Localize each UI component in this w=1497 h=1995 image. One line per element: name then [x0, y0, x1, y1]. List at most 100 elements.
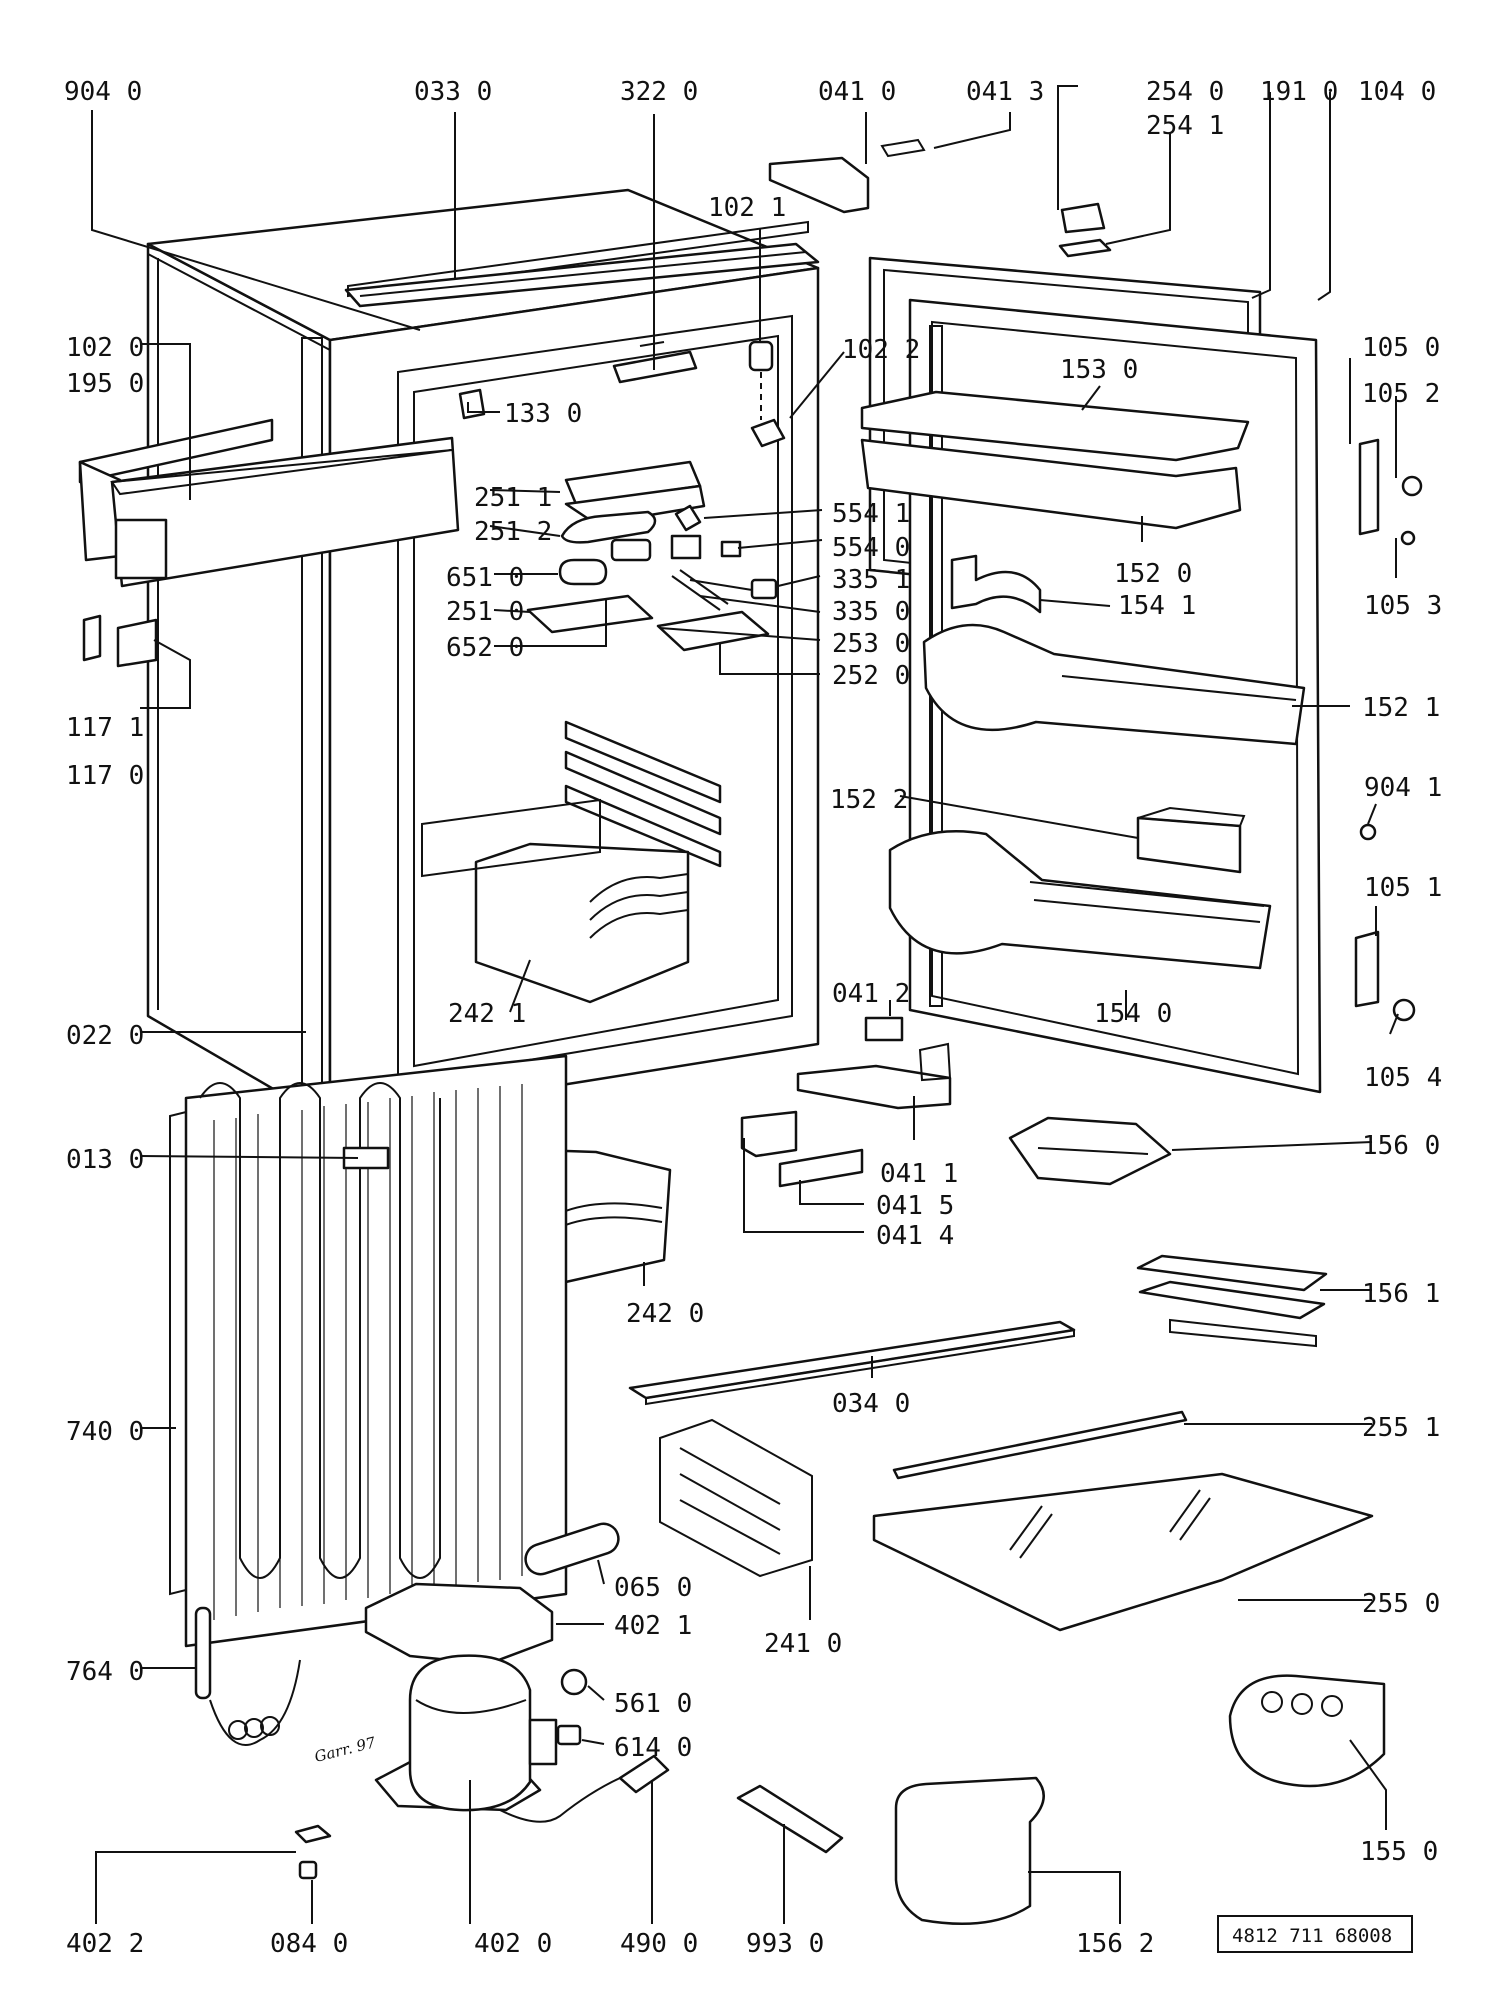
label-561-0: 561 0: [614, 1689, 692, 1719]
drawing-code: 4812 711 68008: [1232, 1925, 1392, 1947]
part-490-plug: [499, 1754, 670, 1823]
part-402-compressor: [374, 1654, 558, 1812]
label-022-0: 022 0: [66, 1021, 144, 1051]
part-255-glass-shelf: [872, 1410, 1374, 1632]
label-041-2: 041 2: [832, 979, 910, 1009]
label-251-1: 251 1: [474, 483, 552, 513]
label-554-1: 554 1: [832, 499, 910, 529]
label-251-0: 251 0: [446, 597, 524, 627]
label-252-0: 252 0: [832, 661, 910, 691]
label-651-0: 651 0: [446, 563, 524, 593]
part-740-condenser: [169, 1054, 568, 1648]
label-253-0: 253 0: [832, 629, 910, 659]
part-033-top-rail: [344, 242, 820, 308]
drawing-code-box: [1217, 1915, 1413, 1953]
part-402-2-084: [294, 1824, 332, 1880]
label-033-0: 033 0: [414, 77, 492, 107]
label-102-0: 102 0: [66, 333, 144, 363]
label-102-1: 102 1: [708, 193, 786, 223]
label-490-0: 490 0: [620, 1929, 698, 1959]
label-335-0: 335 0: [832, 597, 910, 627]
label-155-0: 155 0: [1360, 1837, 1438, 1867]
label-993-0: 993 0: [746, 1929, 824, 1959]
label-041-0: 041 0: [818, 77, 896, 107]
part-153-lid: [860, 390, 1250, 530]
label-156-0: 156 0: [1362, 1131, 1440, 1161]
label-105-1: 105 1: [1364, 873, 1442, 903]
part-041-top-hinge: [768, 138, 926, 214]
signature-text: Garr. 97: [313, 1733, 378, 1766]
part-254-handle: [1058, 202, 1112, 258]
label-242-1: 242 1: [448, 999, 526, 1029]
label-740-0: 740 0: [66, 1417, 144, 1447]
label-041-1: 041 1: [880, 1159, 958, 1189]
label-041-3: 041 3: [966, 77, 1044, 107]
label-156-1: 156 1: [1362, 1279, 1440, 1309]
label-652-0: 652 0: [446, 633, 524, 663]
part-554-335-small: [674, 504, 778, 600]
label-402-2: 402 2: [66, 1929, 144, 1959]
part-155-eggtray: [1228, 1674, 1386, 1788]
label-152-0: 152 0: [1114, 559, 1192, 589]
label-117-0: 117 0: [66, 761, 144, 791]
label-156-2: 156 2: [1076, 1929, 1154, 1959]
part-labels: 904 0 033 0 322 0 041 0 041 3 254 0 254 …: [64, 77, 1442, 1959]
label-614-0: 614 0: [614, 1733, 692, 1763]
label-335-1: 335 1: [832, 565, 910, 595]
leader-lines: [91, 85, 1399, 1924]
label-013-0: 013 0: [66, 1145, 144, 1175]
part-102-light: [748, 340, 786, 448]
label-104-0: 104 0: [1358, 77, 1436, 107]
part-764-dryer: [194, 1606, 301, 1746]
label-251-2: 251 2: [474, 517, 552, 547]
part-065-tube: [524, 1522, 620, 1576]
part-034-rail: [628, 1320, 1076, 1406]
label-154-1: 154 1: [1118, 591, 1196, 621]
part-154-0-bin: [888, 829, 1272, 970]
part-152-2-box: [1136, 806, 1246, 874]
label-084-0: 084 0: [270, 1929, 348, 1959]
label-102-2: 102 2: [842, 335, 920, 365]
part-156-0-box: [1008, 1116, 1172, 1186]
part-041-4-5: [740, 1110, 864, 1188]
part-041-bottom-hinge: [796, 1016, 952, 1110]
label-153-0: 153 0: [1060, 355, 1138, 385]
part-105-hinges: [1354, 438, 1423, 1022]
label-554-0: 554 0: [832, 533, 910, 563]
label-105-3: 105 3: [1364, 591, 1442, 621]
label-402-1: 402 1: [614, 1611, 692, 1641]
part-133-clip: [458, 388, 486, 420]
label-152-2: 152 2: [830, 785, 908, 815]
part-993-scraper: [736, 1784, 844, 1854]
label-254-1: 254 1: [1146, 111, 1224, 141]
part-156-2-tray: [894, 1776, 1045, 1925]
part-241-wireshelf: [659, 1418, 813, 1578]
label-133-0: 133 0: [504, 399, 582, 429]
inner-rails: [564, 720, 722, 868]
label-191-0: 191 0: [1260, 77, 1338, 107]
label-322-0: 322 0: [620, 77, 698, 107]
label-402-0: 402 0: [474, 1929, 552, 1959]
label-242-0: 242 0: [626, 1299, 704, 1329]
label-034-0: 034 0: [832, 1389, 910, 1419]
label-105-4: 105 4: [1364, 1063, 1442, 1093]
label-041-4: 041 4: [876, 1221, 954, 1251]
label-904-0: 904 0: [64, 77, 142, 107]
label-065-0: 065 0: [614, 1573, 692, 1603]
label-152-1: 152 1: [1362, 693, 1440, 723]
label-105-0: 105 0: [1362, 333, 1440, 363]
part-156-1-icetray: [1136, 1254, 1328, 1348]
label-154-0: 154 0: [1094, 999, 1172, 1029]
label-105-2: 105 2: [1362, 379, 1440, 409]
label-117-1: 117 1: [66, 713, 144, 743]
part-102-0-panel: [78, 418, 460, 588]
label-255-0: 255 0: [1362, 1589, 1440, 1619]
label-241-0: 241 0: [764, 1629, 842, 1659]
label-041-5: 041 5: [876, 1191, 954, 1221]
part-561-614: [556, 1668, 588, 1746]
label-255-1: 255 1: [1362, 1413, 1440, 1443]
label-254-0: 254 0: [1146, 77, 1224, 107]
part-402-1-base: [364, 1582, 554, 1666]
part-152-1-shelf: [922, 623, 1306, 746]
